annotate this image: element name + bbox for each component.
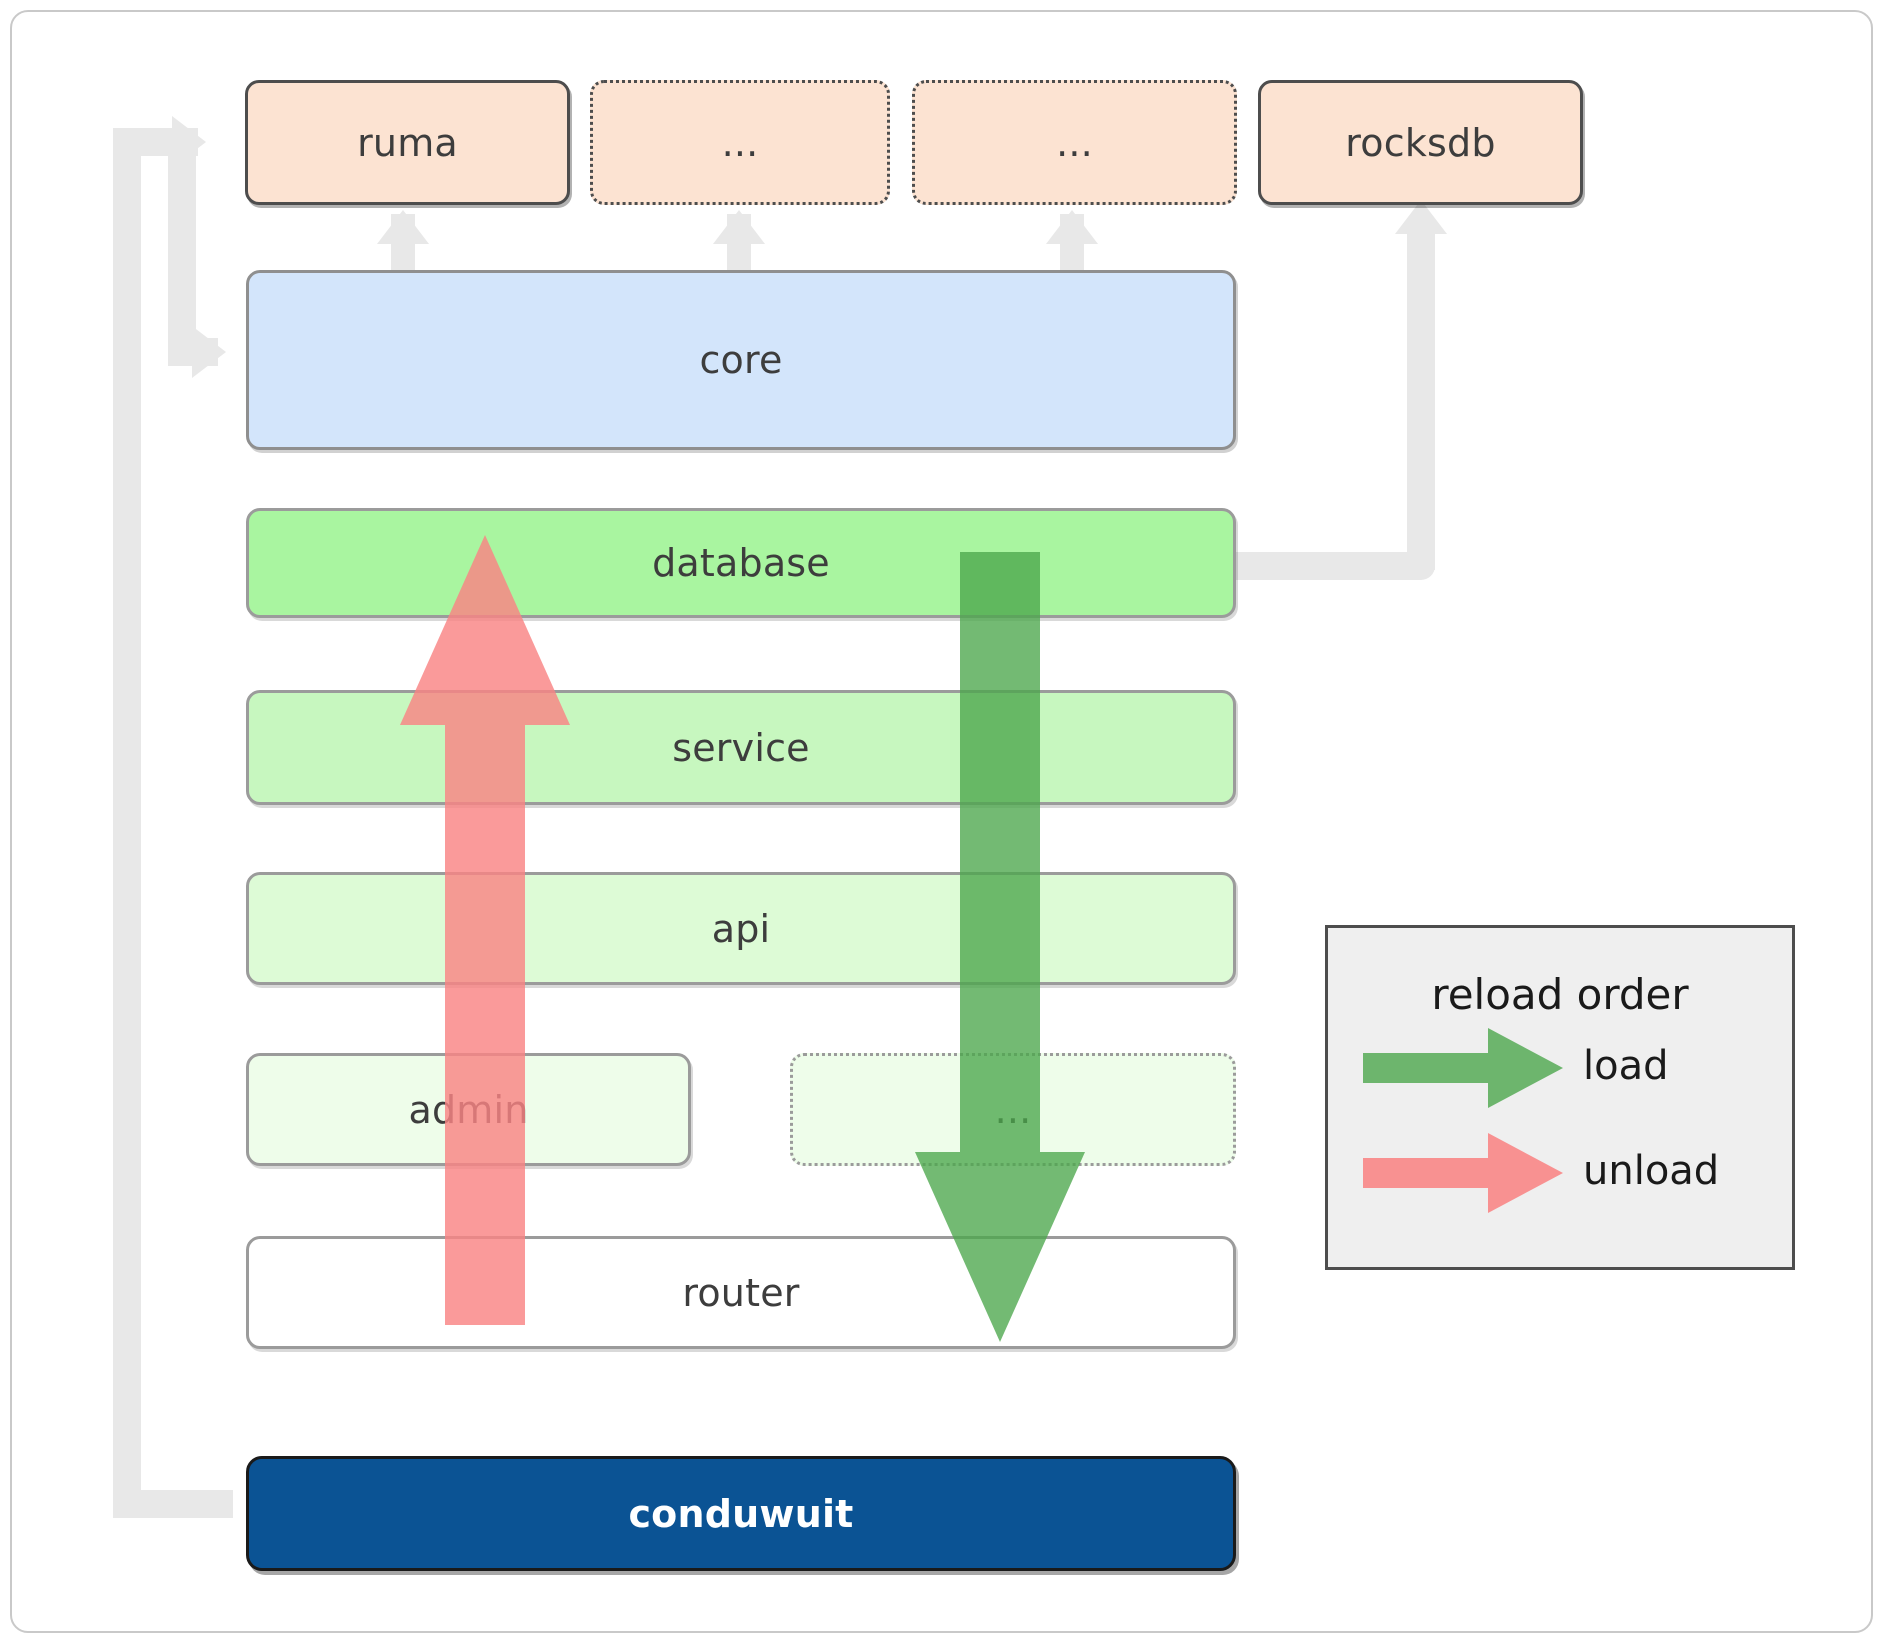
legend-panel: reload order load unload [1325, 925, 1795, 1270]
legend-title: reload order [1431, 970, 1689, 1019]
connector-database-to-rocksdb-horizontal [1230, 552, 1435, 580]
connector-branch-core-vertical [168, 128, 196, 352]
connector-arrow-core [192, 326, 226, 378]
node-rocksdb[interactable]: rocksdb [1258, 80, 1583, 205]
connector-trunk-to-conduwuit [113, 1490, 233, 1518]
node-conduwuit-label: conduwuit [628, 1491, 854, 1536]
legend-load-arrow-icon [1363, 1028, 1563, 1108]
legend-unload-label: unload [1583, 1148, 1720, 1194]
legend-unload-arrow-icon [1363, 1133, 1563, 1213]
node-router-label: router [682, 1270, 800, 1315]
node-router[interactable]: router [246, 1236, 1236, 1349]
node-dep-3-label: ... [1056, 120, 1093, 165]
node-api[interactable]: api [246, 872, 1236, 985]
node-ruma-label: ruma [357, 120, 458, 165]
node-database[interactable]: database [246, 508, 1236, 618]
node-core-label: core [699, 338, 783, 382]
node-database-label: database [652, 541, 830, 585]
node-dep-3[interactable]: ... [912, 80, 1237, 205]
node-dep-2-label: ... [721, 120, 759, 165]
node-core[interactable]: core [246, 270, 1236, 450]
node-ruma[interactable]: ruma [245, 80, 570, 205]
node-conduwuit[interactable]: conduwuit [246, 1456, 1236, 1571]
node-dep-2[interactable]: ... [590, 80, 890, 205]
connector-arrow-core-to-dep2 [713, 210, 765, 244]
load-arrow [915, 552, 1085, 1342]
node-service-label: service [672, 725, 810, 770]
legend-load-label: load [1583, 1043, 1669, 1089]
connector-arrow-core-to-ruma [377, 210, 429, 244]
connector-trunk-vertical [113, 128, 141, 1518]
node-rocksdb-label: rocksdb [1345, 120, 1496, 165]
connector-arrow-to-rocksdb [1395, 200, 1447, 234]
node-api-label: api [711, 906, 771, 951]
connector-database-to-rocksdb-vertical [1407, 230, 1435, 570]
unload-arrow [400, 535, 570, 1325]
connector-arrow-core-to-dep3 [1046, 210, 1098, 244]
